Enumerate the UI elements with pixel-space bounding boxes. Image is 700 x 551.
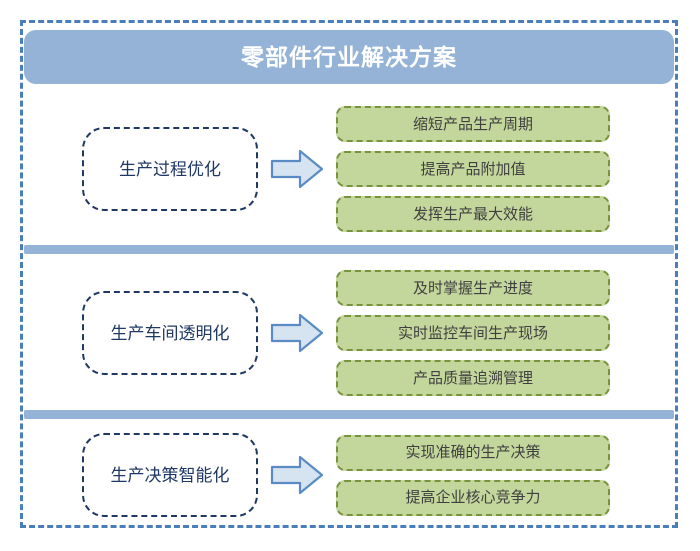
outcome-label: 及时掌握生产进度 [412, 279, 533, 297]
outcome-item[interactable]: 提高产品附加值 [336, 151, 610, 187]
arrow-right-icon [264, 148, 330, 190]
process-row-3: 生产决策智能化 实现准确的生产决策 提高企业核心竞争力 [24, 425, 674, 525]
outcome-label: 发挥生产最大效能 [412, 205, 533, 223]
header-banner: 零部件行业解决方案 [24, 30, 674, 84]
outcome-item[interactable]: 及时掌握生产进度 [336, 270, 610, 306]
arrow-right-icon [264, 454, 330, 496]
process-row-2: 生产车间透明化 及时掌握生产进度 实时监控车间生产现场 产品质量追溯管理 [24, 260, 674, 406]
outcome-list-1: 缩短产品生产周期 提高产品附加值 发挥生产最大效能 [336, 106, 610, 232]
outcome-item[interactable]: 实时监控车间生产现场 [336, 315, 610, 351]
outcome-label: 实时监控车间生产现场 [397, 324, 548, 342]
process-row-1: 生产过程优化 缩短产品生产周期 提高产品附加值 发挥生产最大效能 [24, 96, 674, 242]
section-divider-2 [24, 410, 674, 419]
outcome-list-2: 及时掌握生产进度 实时监控车间生产现场 产品质量追溯管理 [336, 270, 610, 396]
outcome-item[interactable]: 发挥生产最大效能 [336, 196, 610, 232]
category-box-2[interactable]: 生产车间透明化 [82, 291, 258, 375]
outcome-label: 提高产品附加值 [420, 160, 526, 178]
category-label-1: 生产过程优化 [119, 159, 221, 179]
category-label-2: 生产车间透明化 [110, 323, 230, 343]
category-box-1[interactable]: 生产过程优化 [82, 127, 258, 211]
outcome-label: 实现准确的生产决策 [405, 444, 541, 461]
outer-dashed-frame [20, 20, 678, 528]
outcome-item[interactable]: 缩短产品生产周期 [336, 106, 610, 142]
outcome-item[interactable]: 提高企业核心竞争力 [336, 479, 610, 516]
page-title: 零部件行业解决方案 [241, 43, 457, 70]
arrow-right-icon [264, 312, 330, 354]
category-box-3[interactable]: 生产决策智能化 [82, 433, 258, 517]
outcome-item[interactable]: 产品质量追溯管理 [336, 360, 610, 396]
outcome-item[interactable]: 实现准确的生产决策 [336, 434, 610, 471]
outcome-label: 产品质量追溯管理 [412, 369, 533, 387]
category-label-3: 生产决策智能化 [110, 465, 230, 485]
outcome-label: 缩短产品生产周期 [412, 115, 533, 133]
outcome-list-3: 实现准确的生产决策 提高企业核心竞争力 [336, 434, 610, 516]
outcome-label: 提高企业核心竞争力 [405, 489, 541, 506]
section-divider-1 [24, 245, 674, 254]
